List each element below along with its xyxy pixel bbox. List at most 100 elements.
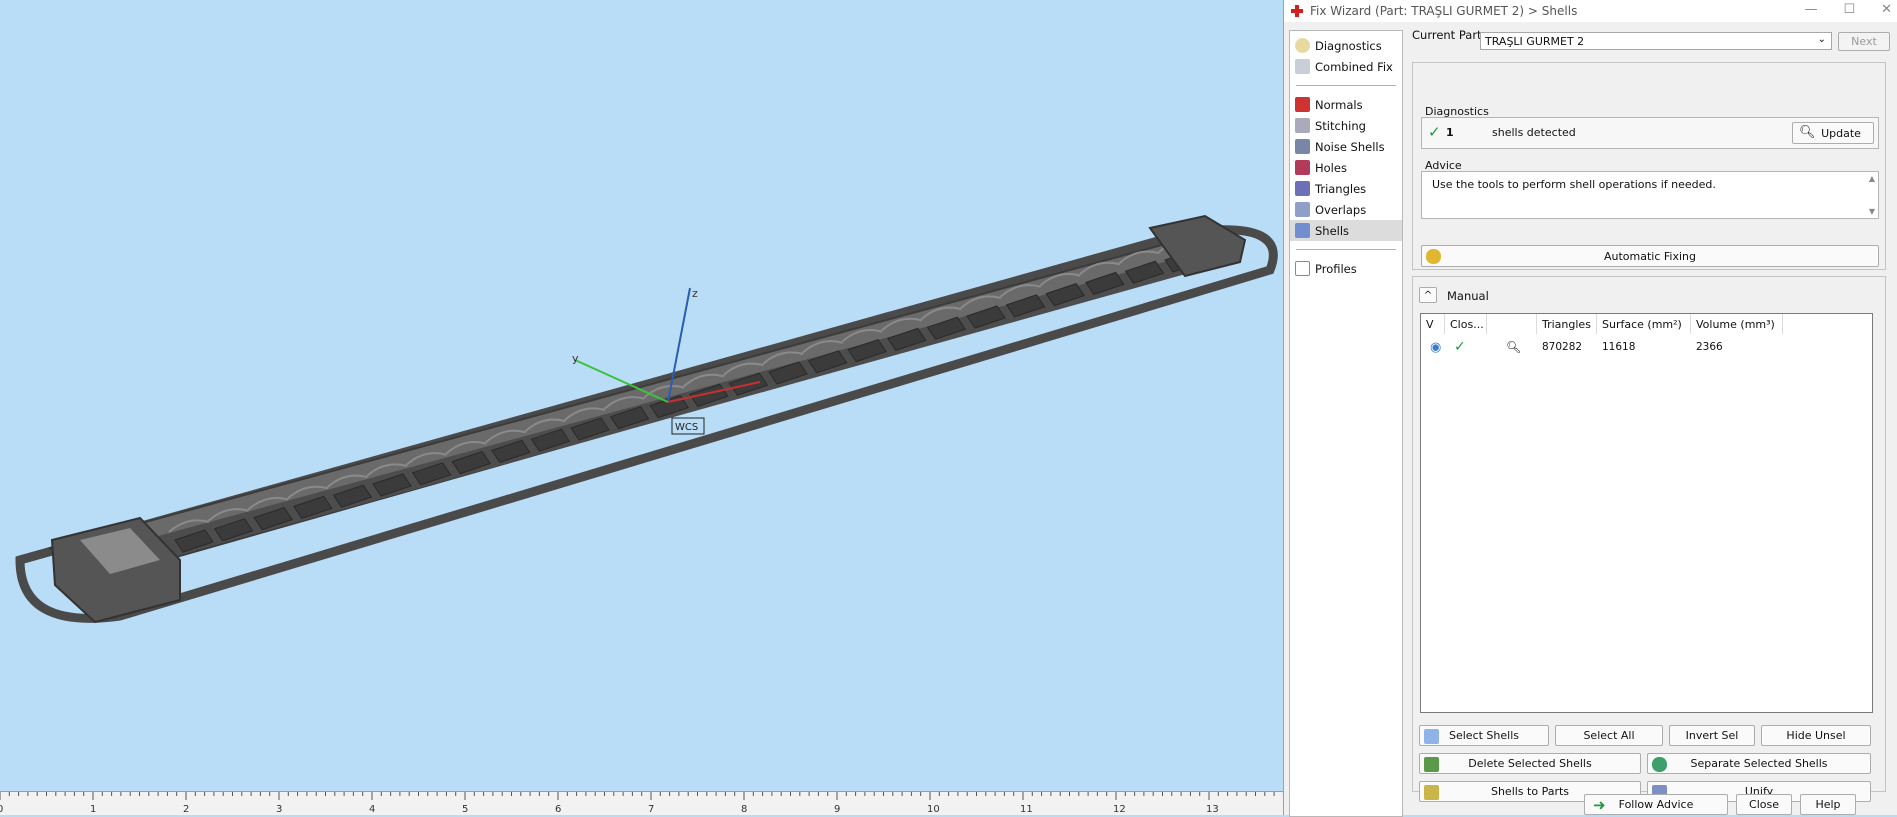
separate-selected-shells-button[interactable]: Separate Selected Shells [1647, 753, 1871, 774]
window-title: Fix Wizard (Part: TRAŞLI GURMET 2) > She… [1310, 4, 1578, 18]
col-triangles[interactable]: Triangles [1537, 314, 1597, 334]
ruler-label: 2 [183, 804, 189, 815]
fix-wizard-window: Fix Wizard (Part: TRAŞLI GURMET 2) > She… [1283, 0, 1897, 817]
triangles-icon [1295, 181, 1310, 196]
part-segment [847, 339, 887, 363]
part-segment [966, 305, 1006, 329]
current-part-select[interactable]: TRAŞLI GURMET 2 ⌄ [1480, 32, 1832, 50]
nav-label: Overlaps [1315, 202, 1367, 217]
diagnostics-box: ✓ 1 shells detected 🔍︎ Update [1421, 117, 1879, 149]
col-volume[interactable]: Volume (mm³) [1691, 314, 1783, 334]
part-segment [1005, 294, 1046, 318]
shells-detected-text: shells detected [1492, 126, 1576, 139]
nav-label: Shells [1315, 223, 1350, 238]
follow-advice-button[interactable]: ➜ Follow Advice [1584, 794, 1728, 815]
select-shells-icon [1424, 729, 1439, 744]
help-button[interactable]: Help [1800, 794, 1856, 815]
wizard-nav: Diagnostics Combined Fix Normals Stitchi… [1289, 30, 1403, 817]
nav-label: Profiles [1315, 261, 1357, 276]
col-action[interactable] [1487, 314, 1537, 334]
select-shells-button[interactable]: Select Shells [1419, 725, 1549, 746]
nav-label: Diagnostics [1315, 38, 1382, 53]
part-segment [807, 350, 848, 374]
part-segment [213, 518, 254, 542]
ruler-label: 1 [90, 804, 96, 815]
nav-label: Noise Shells [1315, 139, 1385, 154]
maximize-button[interactable]: ☐ [1843, 2, 1856, 17]
collapse-button[interactable]: ^ [1419, 287, 1437, 303]
part-segment [926, 316, 967, 340]
part-segment-lobe [524, 418, 566, 432]
col-visible[interactable]: V [1421, 314, 1445, 334]
wcs-label: WCS [675, 422, 698, 433]
nav-item-normals[interactable]: Normals [1290, 94, 1402, 115]
part-segment-lobe [841, 328, 883, 343]
part-segment-lobe [366, 463, 408, 477]
automatic-fixing-button[interactable]: Automatic Fixing [1421, 245, 1879, 267]
ruler-label: 3 [276, 804, 282, 815]
part-segment-lobe [207, 508, 249, 522]
minimize-button[interactable]: — [1804, 2, 1818, 17]
hide-unsel-button[interactable]: Hide Unsel [1761, 725, 1871, 746]
select-all-button[interactable]: Select All [1555, 725, 1663, 746]
follow-advice-label: Follow Advice [1618, 798, 1694, 811]
nav-label: Stitching [1315, 118, 1366, 133]
shells-table[interactable]: V Clos... Triangles Surface (mm²) Volume… [1420, 313, 1873, 713]
shells-to-parts-label: Shells to Parts [1490, 785, 1570, 798]
shell-count: 1 [1446, 126, 1454, 139]
update-label: Update [1821, 126, 1861, 140]
part-segment-lobe [405, 452, 447, 466]
nav-divider [1296, 249, 1396, 250]
nav-item-overlaps[interactable]: Overlaps [1290, 199, 1402, 220]
closed-check-icon: ✓ [1454, 339, 1466, 355]
invert-sel-button[interactable]: Invert Sel [1669, 725, 1755, 746]
part-segment [689, 383, 729, 407]
part-segment [372, 473, 412, 497]
nav-divider [1296, 85, 1396, 86]
scroll-down-icon[interactable]: ▼ [1868, 207, 1875, 216]
check-icon: ✓ [1428, 123, 1441, 141]
advice-text: Use the tools to perform shell operation… [1432, 178, 1716, 191]
ruler-label: 7 [648, 804, 654, 815]
eye-icon[interactable]: ◉ [1430, 339, 1442, 355]
col-closed[interactable]: Clos... [1445, 314, 1487, 334]
ruler-label: 10 [927, 804, 940, 815]
scroll-up-icon[interactable]: ▲ [1868, 174, 1875, 183]
nav-item-stitching[interactable]: Stitching [1290, 115, 1402, 136]
nav-item-combined-fix[interactable]: Combined Fix [1290, 56, 1402, 77]
shells-to-parts-icon [1424, 785, 1439, 800]
manual-label: Manual [1447, 289, 1489, 303]
axis-z-label: z [692, 287, 698, 300]
update-button[interactable]: 🔍︎ Update [1792, 122, 1874, 144]
part-segment [1085, 271, 1125, 295]
gears-icon [1426, 249, 1441, 264]
chevron-down-icon: ⌄ [1817, 34, 1826, 45]
diagnostics-panel: Diagnostics ✓ 1 shells detected 🔍︎ Updat… [1412, 62, 1886, 270]
nav-label: Normals [1315, 97, 1363, 112]
stitching-icon [1295, 118, 1310, 133]
close-window-button[interactable]: ✕ [1881, 2, 1892, 17]
nav-item-triangles[interactable]: Triangles [1290, 178, 1402, 199]
automatic-fixing-label: Automatic Fixing [1603, 249, 1696, 263]
part-segment-lobe [603, 396, 645, 410]
part-segment-lobe [247, 496, 289, 511]
close-button[interactable]: Close [1736, 794, 1792, 815]
nav-item-holes[interactable]: Holes [1290, 157, 1402, 178]
inspect-icon[interactable]: 🔍︎ [1506, 340, 1522, 354]
part-segment-lobe [1039, 272, 1081, 287]
nav-item-diagnostics[interactable]: Diagnostics [1290, 35, 1402, 56]
part-segment [1124, 260, 1165, 284]
noise-shells-icon [1295, 139, 1310, 154]
col-surface[interactable]: Surface (mm²) [1597, 314, 1691, 334]
profiles-icon [1295, 261, 1310, 276]
part-segment-lobe [960, 295, 1002, 309]
next-button[interactable]: Next [1838, 32, 1890, 51]
nav-item-profiles[interactable]: Profiles [1290, 258, 1402, 279]
delete-selected-shells-button[interactable]: Delete Selected Shells [1419, 753, 1641, 774]
part-segment [1045, 283, 1085, 307]
nav-item-shells[interactable]: Shells [1290, 220, 1402, 241]
nav-item-noise-shells[interactable]: Noise Shells [1290, 136, 1402, 157]
part-segment-lobe [801, 340, 843, 354]
select-shells-label: Select Shells [1449, 729, 1519, 742]
